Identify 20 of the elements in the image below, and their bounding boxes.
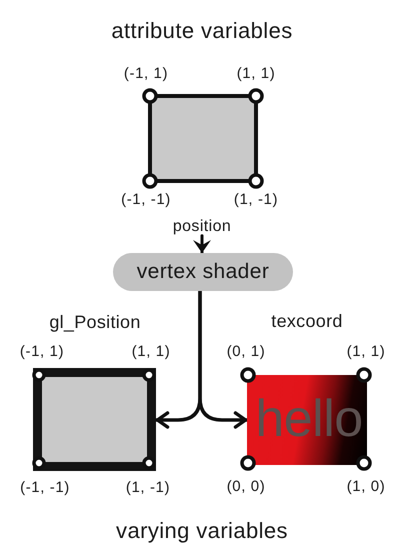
coordinate-label: (1, 1) <box>132 344 170 360</box>
section-heading: varying variables <box>116 518 288 544</box>
shader-pill: vertex shader <box>113 253 293 291</box>
coordinate-label: (-1, -1) <box>121 192 171 208</box>
coordinate-label: (0, 0) <box>226 478 266 496</box>
coordinate-label: (-1, 1) <box>124 66 168 82</box>
coordinate-label: (1, 1) <box>346 344 386 360</box>
arrow <box>193 234 211 254</box>
coordinate-label: (1, -1) <box>234 192 278 208</box>
coordinate-label: (0, 1) <box>226 344 266 360</box>
attribute-name: position <box>172 218 232 236</box>
quad-heading: gl_Position <box>49 313 141 333</box>
coordinate-label: (-1, 1) <box>20 344 64 360</box>
coordinate-label: (1, 1) <box>236 66 276 82</box>
coordinate-label: (-1, -1) <box>20 480 70 496</box>
coordinate-label: (1, -1) <box>126 480 170 496</box>
quad-heading: texcoord <box>271 312 343 332</box>
section-heading: attribute variables <box>111 18 293 44</box>
arrow <box>198 289 249 429</box>
coordinate-label: (1, 0) <box>346 478 386 496</box>
